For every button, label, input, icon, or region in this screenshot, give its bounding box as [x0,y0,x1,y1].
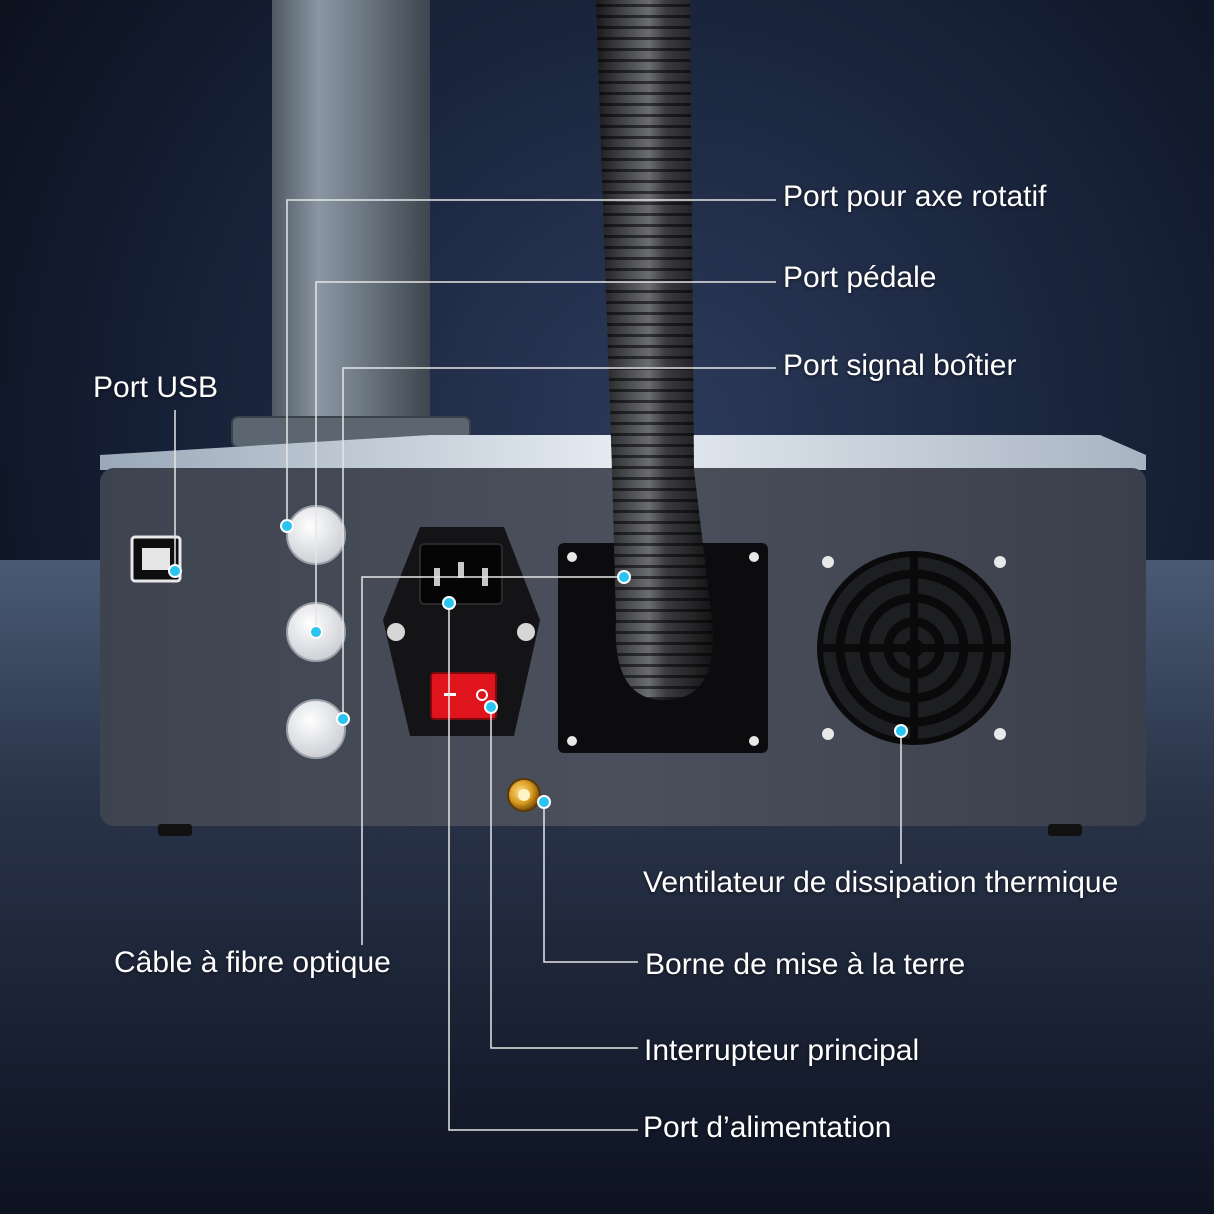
callout-line-grounding [543,802,638,963]
dot-fiber [617,570,631,584]
label-enclosure-signal-port: Port signal boîtier [783,349,1017,382]
fan-screw-bl [822,728,834,740]
label-cooling-fan: Ventilateur de dissipation thermique [643,866,1119,899]
label-grounding-terminal: Borne de mise à la terre [645,948,966,981]
foot-right [1048,824,1082,836]
inlet-screw-right [517,623,535,641]
callout-line-power-port [448,603,638,1131]
dot-rotary-axis [280,519,294,533]
grounding-terminal-center [518,789,530,801]
dot-pedal [309,625,323,639]
plate-screw-br [749,736,759,746]
label-rotary-axis-port: Port pour axe rotatif [783,180,1047,213]
rocker-switch [430,672,497,720]
switch-off-mark [476,689,488,701]
dot-enclosure-signal [336,712,350,726]
label-power-port: Port d’alimentation [643,1111,892,1144]
label-usb-port: Port USB [93,371,219,404]
callout-line-main-switch [490,707,638,1049]
inlet-screw-left [387,623,405,641]
callout-line-enclosure-signal [342,367,776,719]
callout-lines [174,199,902,1131]
label-fiber-optic-cable: Câble à fibre optique [114,946,391,979]
dot-fan [894,724,908,738]
callout-line-pedal [315,281,776,632]
dot-grounding [537,795,551,809]
cooling-fan-grille [817,551,1011,745]
fiber-hose-ribs [596,0,713,700]
switch-on-mark [444,693,456,696]
machine-pillar [272,0,430,425]
fan-screw-tl [822,556,834,568]
callout-line-fiber [361,576,624,945]
fan-screw-br [994,728,1006,740]
dot-power-port [442,596,456,610]
label-pedal-port: Port pédale [783,261,937,294]
iec-pin-mid [458,562,464,578]
plate-screw-bl [567,736,577,746]
callout-dots [168,519,908,809]
callout-line-rotary-axis [286,199,776,526]
enclosure-signal-connector [286,699,346,759]
foot-left [158,824,192,836]
label-main-switch: Interrupteur principal [644,1034,920,1067]
plate-screw-tr [749,552,759,562]
dot-usb [168,564,182,578]
usb-port-inner [142,548,170,570]
dot-main-switch [484,700,498,714]
plate-screw-tl [567,552,577,562]
fan-screw-tr [994,556,1006,568]
